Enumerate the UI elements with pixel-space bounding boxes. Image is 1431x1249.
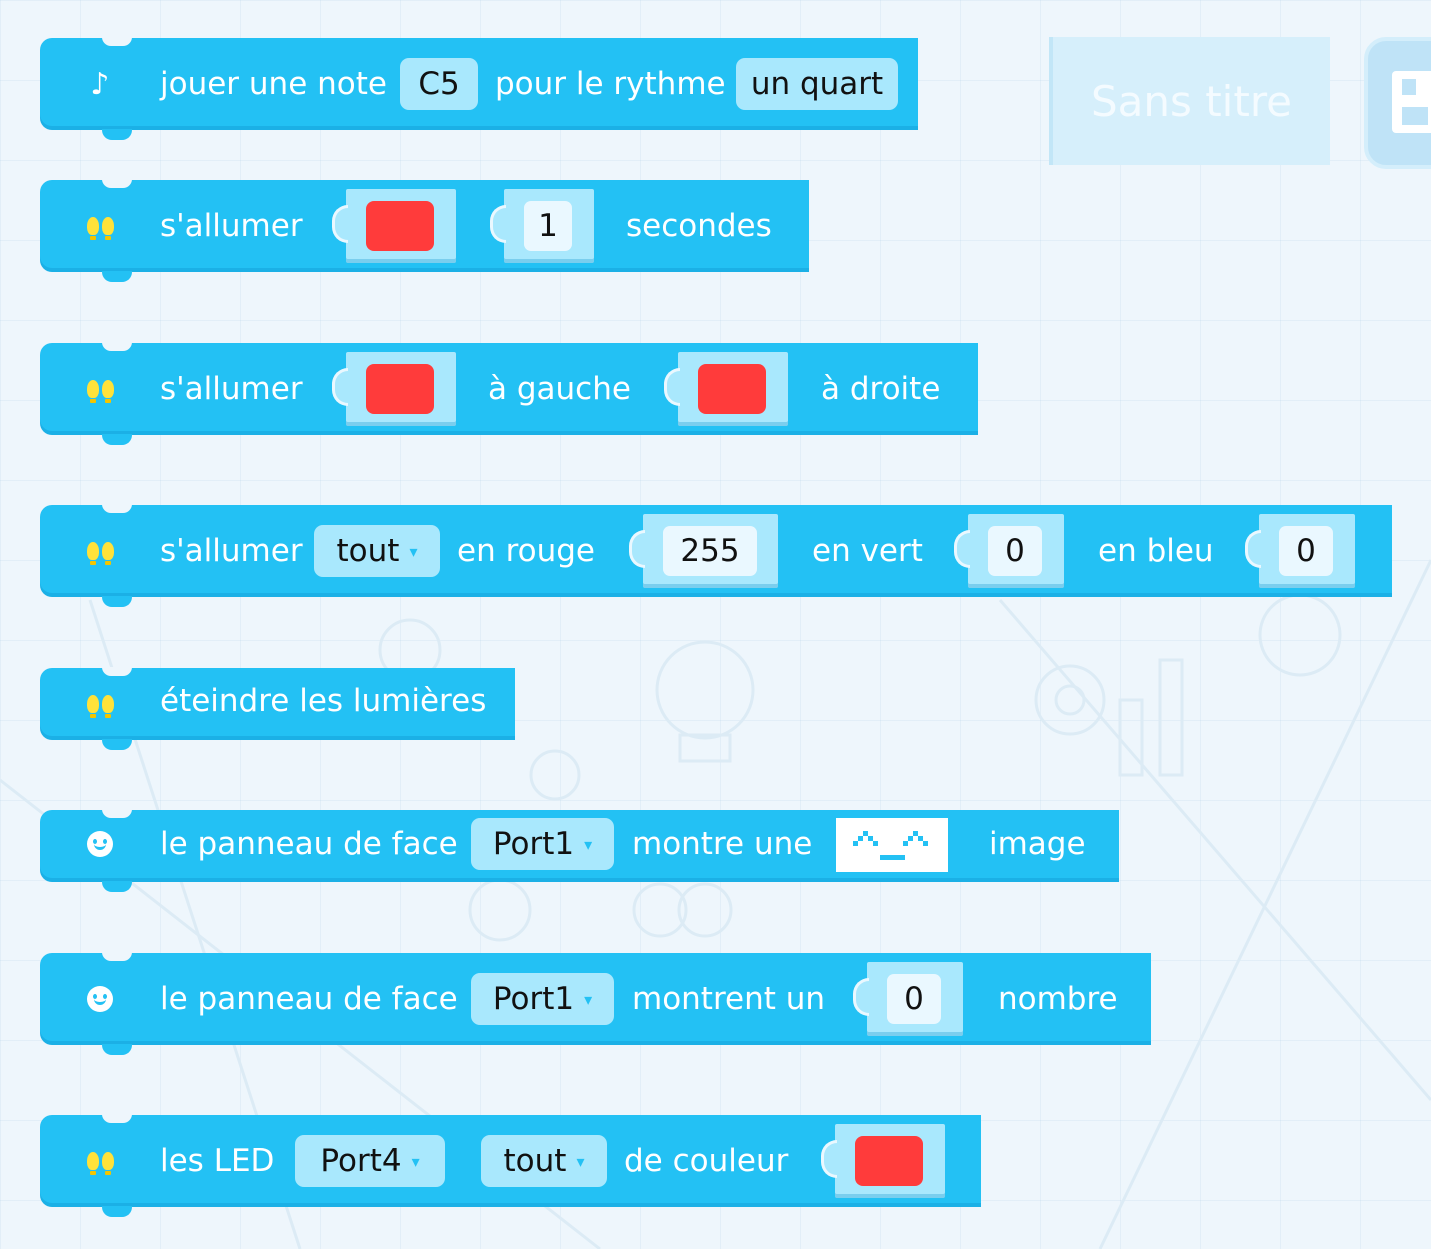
block-label: montrent un	[632, 981, 826, 1017]
block-label: à droite	[821, 371, 941, 407]
red-slot[interactable]: 255	[629, 514, 778, 588]
music-note-icon: ♪	[90, 66, 110, 102]
beat-input[interactable]: un quart	[736, 58, 898, 110]
color-swatch-red[interactable]	[366, 364, 434, 414]
duration-slot[interactable]: 1	[490, 189, 594, 263]
lights-off-block[interactable]: éteindre les lumières	[40, 667, 515, 750]
target-dropdown-value: tout	[503, 1143, 567, 1179]
save-icon	[1392, 71, 1431, 133]
block-label: image	[989, 826, 1086, 862]
block-label: montre une	[632, 826, 813, 862]
block-label: en rouge	[457, 533, 596, 569]
target-dropdown[interactable]: tout ▾	[314, 525, 440, 577]
chevron-down-icon: ▾	[584, 834, 593, 854]
block-label: s'allumer	[160, 533, 303, 569]
smiley-icon	[80, 953, 120, 1045]
red-input[interactable]: 255	[663, 526, 757, 576]
block-label: en bleu	[1098, 533, 1214, 569]
light-bulbs-icon	[80, 505, 120, 597]
block-label: nombre	[998, 981, 1118, 1017]
port-dropdown[interactable]: Port4 ▾	[295, 1135, 445, 1187]
port-dropdown[interactable]: Port1 ▾	[471, 818, 614, 870]
color-swatch-red[interactable]	[698, 364, 766, 414]
block-label: le panneau de face	[160, 981, 458, 1017]
port-dropdown-value: Port1	[492, 826, 575, 862]
led-color-block[interactable]: les LED Port4 ▾ tout ▾ de couleur	[40, 1114, 981, 1217]
blue-slot[interactable]: 0	[1245, 514, 1355, 588]
port-dropdown-value: Port1	[492, 981, 575, 1017]
green-slot[interactable]: 0	[954, 514, 1064, 588]
note-input[interactable]: C5	[400, 58, 478, 110]
block-label: de couleur	[624, 1143, 789, 1179]
blue-input[interactable]: 0	[1279, 526, 1333, 576]
block-label: jouer une note	[160, 66, 387, 102]
light-left-right-block[interactable]: s'allumer à gauche à droite	[40, 342, 978, 445]
block-label: éteindre les lumières	[160, 683, 487, 719]
light-on-duration-block[interactable]: s'allumer 1 secondes	[40, 179, 809, 282]
chevron-down-icon: ▾	[584, 989, 593, 1009]
port-dropdown-value: Port4	[320, 1143, 402, 1179]
block-label: pour le rythme	[495, 66, 726, 102]
light-bulbs-icon	[80, 180, 120, 272]
green-input[interactable]: 0	[988, 526, 1042, 576]
port-dropdown[interactable]: Port1 ▾	[471, 973, 614, 1025]
block-label: secondes	[626, 208, 772, 244]
play-note-block[interactable]: ♪ jouer une note C5 pour le rythme un qu…	[40, 37, 918, 140]
chevron-down-icon: ▾	[409, 541, 418, 561]
project-title-input[interactable]: Sans titre	[1049, 37, 1330, 165]
block-label: le panneau de face	[160, 826, 458, 862]
light-bulbs-icon	[80, 343, 120, 435]
smiley-icon	[80, 810, 120, 878]
light-rgb-block[interactable]: s'allumer tout ▾ en rouge 255 en vert 0 …	[40, 504, 1392, 607]
duration-input[interactable]: 1	[524, 201, 572, 251]
target-dropdown-value: tout	[336, 533, 400, 569]
save-button[interactable]	[1364, 37, 1431, 169]
chevron-down-icon: ▾	[411, 1151, 420, 1171]
block-label: à gauche	[488, 371, 631, 407]
block-label: s'allumer	[160, 208, 303, 244]
color-swatch-red[interactable]	[855, 1136, 923, 1186]
color-slot[interactable]	[821, 1124, 945, 1198]
number-input[interactable]: 0	[887, 974, 941, 1024]
block-label: s'allumer	[160, 371, 303, 407]
color-slot[interactable]	[332, 189, 456, 263]
light-bulbs-icon	[80, 1115, 120, 1207]
block-label: en vert	[812, 533, 923, 569]
color-swatch-red[interactable]	[366, 201, 434, 251]
face-panel-number-block[interactable]: le panneau de face Port1 ▾ montrent un 0…	[40, 952, 1151, 1055]
light-bulbs-icon	[80, 668, 120, 740]
block-label: les LED	[160, 1143, 275, 1179]
face-image-picker[interactable]	[836, 818, 948, 872]
chevron-down-icon: ▾	[576, 1151, 585, 1171]
target-dropdown[interactable]: tout ▾	[481, 1135, 607, 1187]
face-panel-image-block[interactable]: le panneau de face Port1 ▾ montre une im…	[40, 809, 1119, 892]
left-color-slot[interactable]	[332, 352, 456, 426]
right-color-slot[interactable]	[664, 352, 788, 426]
number-slot[interactable]: 0	[853, 962, 963, 1036]
